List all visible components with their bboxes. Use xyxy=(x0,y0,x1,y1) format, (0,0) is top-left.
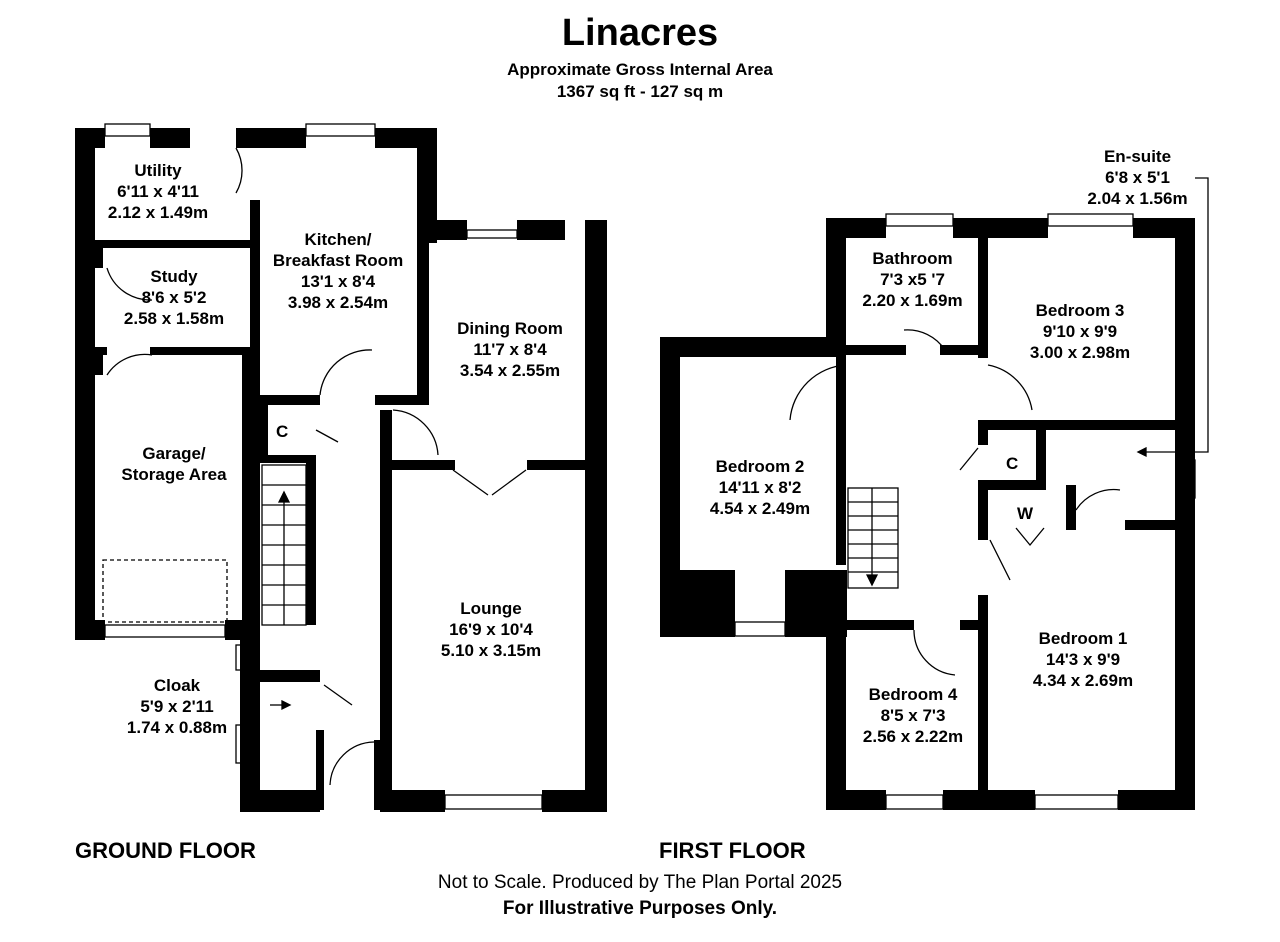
ground-floor-plan xyxy=(75,128,607,812)
room-kitchen: Kitchen/ Breakfast Room 13'1 x 8'4 3.98 … xyxy=(262,229,414,313)
room-name: Bedroom 2 xyxy=(715,457,805,476)
room-metric: 2.04 x 1.56m xyxy=(1087,189,1188,208)
gross-area: 1367 sq ft - 127 sq m xyxy=(556,82,724,101)
plan-title: Linacres xyxy=(561,12,719,54)
room-metric: 4.34 x 2.69m xyxy=(1032,671,1134,690)
room-imperial: 8'5 x 7'3 xyxy=(880,706,946,725)
room-bedroom4: Bedroom 4 8'5 x 7'3 2.56 x 2.22m xyxy=(848,684,978,747)
first-floor-plan xyxy=(660,218,1195,810)
room-name: Bedroom 3 xyxy=(1035,301,1125,320)
room-dining: Dining Room 11'7 x 8'4 3.54 x 2.55m xyxy=(440,318,580,381)
room-imperial: 5'9 x 2'11 xyxy=(140,697,214,716)
footer-illustrative: For Illustrative Purposes Only. xyxy=(502,898,778,919)
room-study: Study 8'6 x 5'2 2.58 x 1.58m xyxy=(112,266,236,329)
room-bedroom2: Bedroom 2 14'11 x 8'2 4.54 x 2.49m xyxy=(690,456,830,519)
room-imperial: 14'3 x 9'9 xyxy=(1045,650,1121,669)
room-bathroom: Bathroom 7'3 x5 '7 2.20 x 1.69m xyxy=(850,248,975,311)
first-stairs xyxy=(847,487,899,589)
room-imperial: 9'10 x 9'9 xyxy=(1042,322,1118,341)
room-name: Study xyxy=(150,267,198,286)
room-imperial: 6'11 x 4'11 xyxy=(117,182,199,201)
room-metric: 2.58 x 1.58m xyxy=(123,309,225,328)
room-lounge: Lounge 16'9 x 10'4 5.10 x 3.15m xyxy=(416,598,566,661)
room-name: Dining Room xyxy=(457,319,563,338)
room-metric: 2.56 x 2.22m xyxy=(862,727,964,746)
ground-stairs xyxy=(261,464,307,626)
room-cloak: Cloak 5'9 x 2'11 1.74 x 0.88m xyxy=(112,675,242,738)
room-name: Cloak xyxy=(153,676,201,695)
room-utility: Utility 6'11 x 4'11 2.12 x 1.49m xyxy=(98,160,218,223)
cupboard-tag: C xyxy=(276,422,289,441)
room-ensuite: En-suite 6'8 x 5'1 2.04 x 1.56m xyxy=(1075,146,1200,209)
room-name: En-suite xyxy=(1103,147,1172,166)
room-metric: 2.20 x 1.69m xyxy=(862,291,963,310)
room-imperial: 7'3 x5 '7 xyxy=(880,270,945,289)
room-name: Bathroom xyxy=(872,249,953,268)
room-bedroom1: Bedroom 1 14'3 x 9'9 4.34 x 2.69m xyxy=(1013,628,1153,691)
room-imperial: 16'9 x 10'4 xyxy=(449,620,533,639)
room-imperial: 13'1 x 8'4 xyxy=(300,272,376,291)
room-metric: 2.12 x 1.49m xyxy=(107,203,209,222)
room-imperial: 8'6 x 5'2 xyxy=(141,288,207,307)
room-name: Bedroom 1 xyxy=(1038,629,1128,648)
cupboard-tag-first: C xyxy=(1006,454,1019,473)
room-name: Bedroom 4 xyxy=(868,685,958,704)
room-name: Utility xyxy=(134,161,182,180)
wardrobe-tag: W xyxy=(1017,504,1034,523)
room-garage: Garage/ Storage Area xyxy=(104,443,244,485)
ground-floor-label: GROUND FLOOR xyxy=(75,838,256,863)
room-name: Garage/ xyxy=(142,444,206,463)
room-metric: 4.54 x 2.49m xyxy=(709,499,811,518)
room-bedroom3: Bedroom 3 9'10 x 9'9 3.00 x 2.98m xyxy=(1010,300,1150,363)
room-metric: 3.54 x 2.55m xyxy=(459,361,561,380)
room-imperial: 14'11 x 8'2 xyxy=(718,478,802,497)
room-metric: 1.74 x 0.88m xyxy=(126,718,228,737)
room-name: Lounge xyxy=(460,599,522,618)
footer-disclaimer: Not to Scale. Produced by The Plan Porta… xyxy=(437,872,843,893)
room-metric: 5.10 x 3.15m xyxy=(440,641,542,660)
room-imperial: 6'8 x 5'1 xyxy=(1105,168,1170,187)
room-name-2: Breakfast Room xyxy=(272,251,404,270)
room-name: Kitchen/ xyxy=(304,230,372,249)
plan-subtitle: Approximate Gross Internal Area xyxy=(507,60,773,79)
room-metric: 3.00 x 2.98m xyxy=(1029,343,1131,362)
room-metric: 3.98 x 2.54m xyxy=(287,293,389,312)
room-imperial: 11'7 x 8'4 xyxy=(473,340,547,359)
first-floor-label: FIRST FLOOR xyxy=(659,838,806,863)
room-name-2: Storage Area xyxy=(121,465,227,484)
utility-door-swing xyxy=(235,147,243,194)
